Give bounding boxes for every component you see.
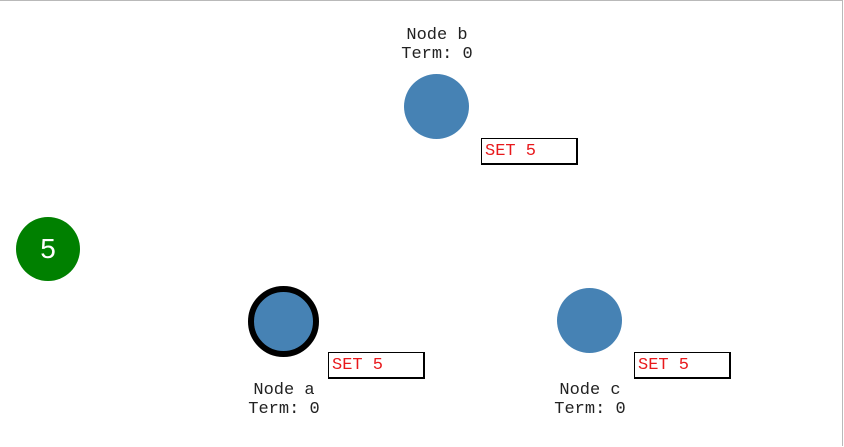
node-b-label: Node b Term: 0 [357, 26, 517, 64]
node-c-message-text: SET 5 [638, 356, 690, 375]
client-value: 5 [40, 233, 56, 264]
node-c-circle[interactable] [557, 288, 622, 353]
node-a-message: SET 5 [328, 352, 425, 379]
node-a-message-text: SET 5 [332, 356, 384, 375]
node-b-message-text: SET 5 [485, 142, 537, 161]
node-a-term: Term: 0 [248, 400, 320, 419]
client-node: 5 [16, 217, 80, 281]
node-a-label: Node a Term: 0 [204, 381, 364, 419]
node-b-message: SET 5 [481, 138, 578, 165]
node-a-name: Node a [253, 381, 315, 400]
node-b-circle[interactable] [404, 74, 469, 139]
node-b-name: Node b [406, 26, 468, 45]
node-c-message: SET 5 [634, 352, 731, 379]
node-c-label: Node c Term: 0 [510, 381, 670, 419]
node-c-term: Term: 0 [554, 400, 626, 419]
node-c-name: Node c [559, 381, 621, 400]
node-b-term: Term: 0 [401, 45, 473, 64]
node-a-circle[interactable] [248, 286, 319, 357]
